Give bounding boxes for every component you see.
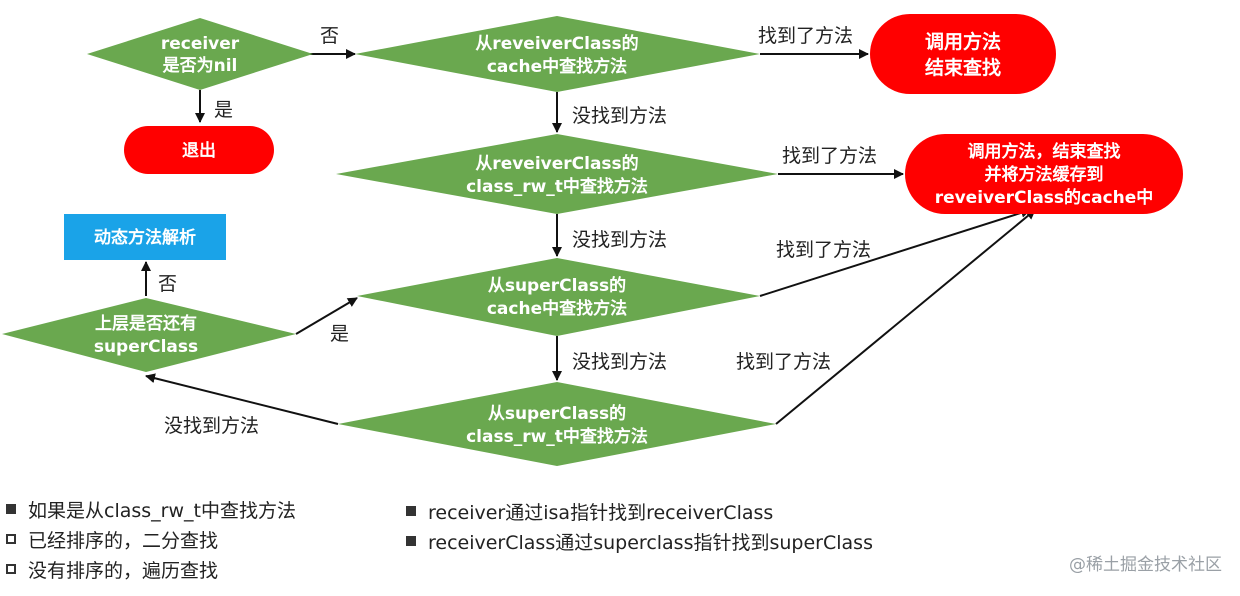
label-yes-1: 是 <box>214 99 233 121</box>
text-dyn: 动态方法解析 <box>94 227 196 248</box>
text-cache-2: cache中查找方法 <box>487 56 627 77</box>
bullet-hollow <box>6 564 16 574</box>
edge-super-rw-to-upper <box>145 373 339 425</box>
label-notfound-4: 没找到方法 <box>164 415 259 437</box>
text-super-cache-2: cache中查找方法 <box>487 298 627 319</box>
bullet-filled <box>406 536 416 546</box>
text-upper-1: 上层是否还有 <box>95 313 197 334</box>
decision-upper-super-class <box>2 298 296 372</box>
text-receiver-2: 是否为nil <box>163 55 238 76</box>
edge-super-cache-to-call-cache <box>759 207 1031 297</box>
note-item: 没有排序的，遍历查找 <box>6 554 296 584</box>
text-receiver-1: receiver <box>161 34 240 54</box>
note-text: receiverClass通过superclass指针找到superClass <box>428 531 873 554</box>
text-call-end-1: 调用方法 <box>925 30 1001 53</box>
note-item: receiverClass通过superclass指针找到superClass <box>406 526 873 556</box>
text-super-rw-1: 从superClass的 <box>488 403 626 424</box>
text-exit: 退出 <box>182 140 216 161</box>
text-call-cache-2: 并将方法缓存到 <box>985 164 1104 185</box>
decision-super-class-cache <box>357 258 760 336</box>
watermark: @稀土掘金技术社区 <box>1069 555 1222 575</box>
bullet-filled <box>6 504 16 514</box>
label-notfound-1: 没找到方法 <box>572 105 667 127</box>
label-notfound-3: 没找到方法 <box>572 351 667 373</box>
note-item: 已经排序的，二分查找 <box>6 524 296 554</box>
bullet-filled <box>406 506 416 516</box>
text-rw-1: 从reveiverClass的 <box>475 153 638 174</box>
label-found-2: 找到了方法 <box>782 145 877 167</box>
text-call-cache-3: reveiverClass的cache中 <box>935 187 1154 208</box>
decision-receiver-class-cache <box>355 16 760 92</box>
note-text: 已经排序的，二分查找 <box>28 529 219 552</box>
decision-receiver-nil <box>87 18 313 90</box>
note-text: receiver通过isa指针找到receiverClass <box>428 501 774 524</box>
decision-receiver-class-rw <box>336 134 778 214</box>
terminal-call-end <box>870 14 1056 94</box>
label-found-4: 找到了方法 <box>736 351 831 373</box>
edge-upper-to-super-cache <box>295 297 358 335</box>
note-text: 如果是从class_rw_t中查找方法 <box>28 499 296 522</box>
note-item: 如果是从class_rw_t中查找方法 <box>6 494 296 524</box>
note-item: receiver通过isa指针找到receiverClass <box>406 496 873 526</box>
label-no-1: 否 <box>320 25 339 47</box>
note-text: 没有排序的，遍历查找 <box>28 559 219 582</box>
process-dynamic-method-resolution <box>64 214 226 260</box>
terminal-exit <box>124 126 274 174</box>
text-cache-1: 从reveiverClass的 <box>475 33 638 54</box>
label-yes-2: 是 <box>330 323 349 345</box>
text-upper-2: superClass <box>94 337 198 357</box>
bullet-hollow <box>6 534 16 544</box>
text-call-cache-1: 调用方法，结束查找 <box>968 141 1121 162</box>
notes-left: 如果是从class_rw_t中查找方法 已经排序的，二分查找 没有排序的，遍历查… <box>6 494 296 584</box>
decision-super-class-rw <box>338 382 776 466</box>
label-found-3: 找到了方法 <box>776 239 871 261</box>
text-super-rw-2: class_rw_t中查找方法 <box>466 426 648 447</box>
label-notfound-2: 没找到方法 <box>572 229 667 251</box>
text-call-end-2: 结束查找 <box>925 56 1001 79</box>
edge-super-rw-to-call-cache <box>775 209 1036 425</box>
terminal-call-and-cache <box>905 134 1183 214</box>
label-no-2: 否 <box>158 273 177 295</box>
label-found-1: 找到了方法 <box>758 25 853 47</box>
text-super-cache-1: 从superClass的 <box>488 275 626 296</box>
notes-right: receiver通过isa指针找到receiverClass receiverC… <box>406 496 873 556</box>
text-rw-2: class_rw_t中查找方法 <box>466 176 648 197</box>
